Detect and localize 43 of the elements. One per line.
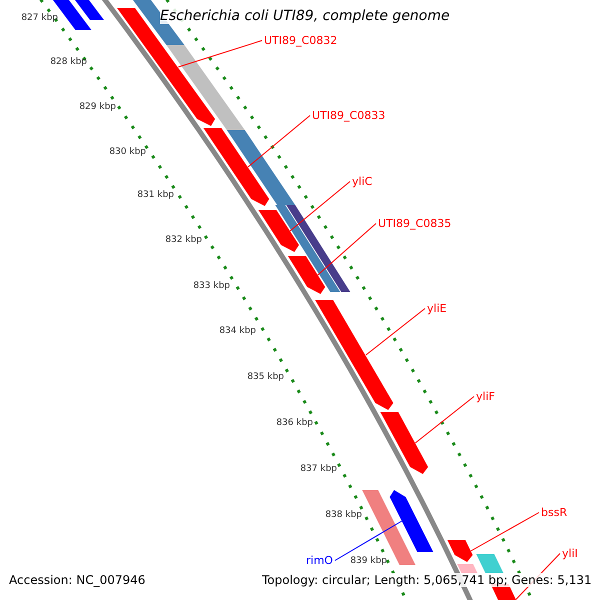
gene-label: bssR bbox=[541, 506, 568, 519]
gene-label: rimO bbox=[306, 554, 333, 567]
gene-label: UTI89_C0833 bbox=[312, 109, 386, 122]
tick-label: 830 kbp bbox=[109, 147, 146, 157]
gene-label: yliF bbox=[476, 390, 495, 403]
tick-label: 833 kbp bbox=[193, 281, 230, 291]
leader-line bbox=[248, 115, 310, 168]
gene-label: yliE bbox=[427, 302, 447, 315]
tick-label: 831 kbp bbox=[137, 190, 174, 200]
tick-label: 834 kbp bbox=[219, 326, 256, 336]
gene-block bbox=[203, 128, 270, 206]
tick-label: 832 kbp bbox=[165, 235, 202, 245]
feature-block bbox=[286, 205, 350, 292]
gene-block bbox=[258, 210, 299, 252]
gene-label: yliI bbox=[562, 547, 578, 560]
leader-line bbox=[178, 40, 262, 68]
gene-label: UTI89_C0832 bbox=[264, 34, 338, 47]
tick-label: 828 kbp bbox=[50, 57, 87, 67]
gene-block bbox=[288, 256, 326, 294]
leader-line bbox=[290, 181, 350, 232]
title: Escherichia coli UTI89, complete genome bbox=[160, 8, 450, 24]
gene-block bbox=[447, 540, 473, 562]
gene-label: UTI89_C0835 bbox=[378, 217, 452, 230]
feature-block bbox=[226, 130, 296, 205]
leader-line bbox=[470, 512, 540, 552]
leader-line bbox=[334, 520, 402, 561]
leader-line bbox=[317, 223, 376, 276]
tick-label: 835 kbp bbox=[247, 372, 284, 382]
gene-label: yliC bbox=[352, 175, 372, 188]
feature-block bbox=[72, 0, 104, 20]
feature-block bbox=[166, 45, 245, 130]
gene-block bbox=[390, 490, 434, 552]
leader-line bbox=[365, 308, 426, 356]
tick-label: 839 kbp bbox=[350, 556, 387, 566]
tick-label: 827 kbp bbox=[21, 13, 58, 23]
gene-block bbox=[380, 412, 428, 474]
leader-line bbox=[414, 396, 474, 444]
feature-block bbox=[275, 205, 340, 292]
genome-info-text: Topology: circular; Length: 5,065,741 bp; Genes: 5,131 bbox=[262, 573, 592, 587]
accession-text: Accession: NC_007946 bbox=[9, 573, 146, 587]
gene-block bbox=[315, 300, 394, 410]
tick-label: 836 kbp bbox=[276, 418, 313, 428]
tick-label: 837 kbp bbox=[300, 464, 337, 474]
